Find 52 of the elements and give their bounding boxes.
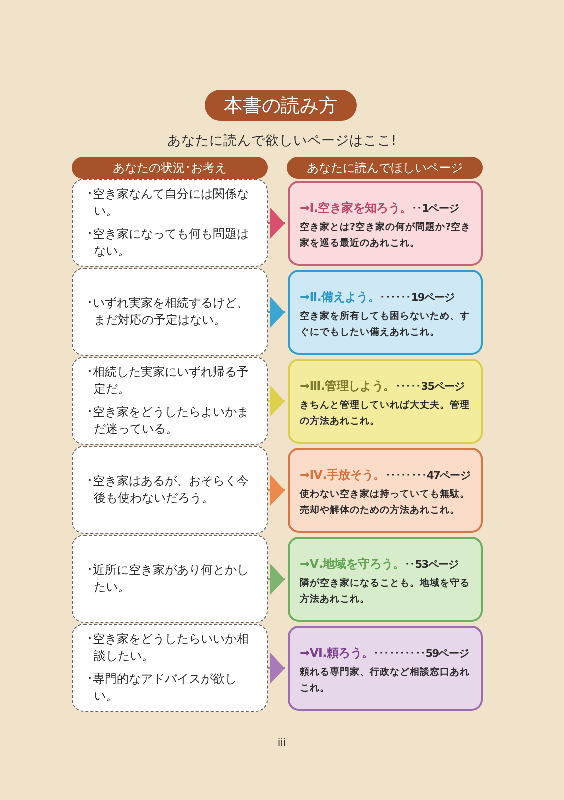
page-reference: ･･････････59ページ <box>374 648 470 660</box>
arrow <box>268 208 285 240</box>
chapter-summary: 空き家とは?空き家の何が問題か?空き家を巡る最近のあれこれ。 <box>300 220 472 251</box>
chapter-box <box>288 181 483 266</box>
chapter-heading: →Ⅱ.備えよう。 <box>300 290 380 304</box>
arrow <box>268 474 285 506</box>
bullet-text: ･相続した実家にいずれ帰る予定だ。 <box>87 364 250 398</box>
subtitle: あなたに読んで欲しいページはここ! <box>166 132 398 150</box>
situation-box <box>72 179 268 267</box>
chapter-heading: →Ⅵ.頼ろう。 <box>300 646 374 660</box>
page-reference: ････････47ページ <box>385 470 471 482</box>
page-reference: ･･1ページ <box>412 203 460 215</box>
bullet-text: ･近所に空き家があり何とかしたい。 <box>87 562 250 596</box>
situation-box <box>72 268 268 356</box>
page-number: iii <box>276 738 288 749</box>
header-banner <box>287 157 483 179</box>
chapter-summary: 空き家を所有しても困らないため、すぐにでもしたい備えあれこれ。 <box>300 310 471 340</box>
header-text: あなたに読んでほしいページ <box>307 160 463 176</box>
bullet-text: ･空き家はあるが、おそらく今後も使わないだろう。 <box>87 473 250 507</box>
chapter-box <box>288 359 483 444</box>
arrow <box>268 386 285 418</box>
bullet-text: ･空き家になっても何も問題はない。 <box>87 226 250 260</box>
situation-box <box>72 446 268 534</box>
bullet-text: ･専門的なアドバイスが欲しい。 <box>87 671 238 705</box>
arrow <box>268 564 285 596</box>
chapter-box <box>288 448 483 533</box>
bullet-text: ･空き家なんて自分には関係ない。 <box>87 186 250 220</box>
situation-box <box>72 535 268 623</box>
chapter-heading: →Ⅴ.地域を守ろう。 <box>300 557 405 571</box>
bullet-text: ･いずれ実家を相続するけど、まだ対応の予定はない。 <box>87 295 250 329</box>
bullet-text: ･空き家をどうしたらよいかまだ迷っている。 <box>87 404 250 438</box>
chapter-box <box>288 537 483 622</box>
page-reference: ･･53ページ <box>404 559 459 571</box>
chapter-box <box>288 626 483 711</box>
chapter-box <box>288 270 483 355</box>
situation-box <box>72 624 268 712</box>
title-text: 本書の読み方 <box>224 94 338 118</box>
chapter-heading: →Ⅳ.手放そう。 <box>300 468 386 482</box>
chapter-summary: 使わない空き家は持っていても無駄。売却や解体のための方法あれこれ。 <box>300 488 471 518</box>
page-reference: ･････35ページ <box>395 381 465 393</box>
chapter-summary: 頼れる専門家、行政など相談窓口あれこれ。 <box>300 666 471 696</box>
chapter-summary: きちんと管理していれば大丈夫。管理の方法あれこれ。 <box>300 399 471 429</box>
arrow <box>268 296 285 328</box>
chapter-heading: →Ⅲ.管理しよう。 <box>300 379 396 393</box>
bullet-text: ･空き家をどうしたらいいか相談したい。 <box>87 631 250 665</box>
arrow <box>268 652 285 684</box>
page-reference: ･･････19ページ <box>380 292 455 304</box>
chapter-heading: →Ⅰ.空き家を知ろう。 <box>300 201 412 215</box>
header-text: あなたの状況･お考え <box>113 160 227 176</box>
header-banner <box>72 157 268 179</box>
chapter-summary: 隣が空き家になることも。地域を守る方法あれこれ。 <box>300 576 471 607</box>
situation-box <box>72 357 268 445</box>
